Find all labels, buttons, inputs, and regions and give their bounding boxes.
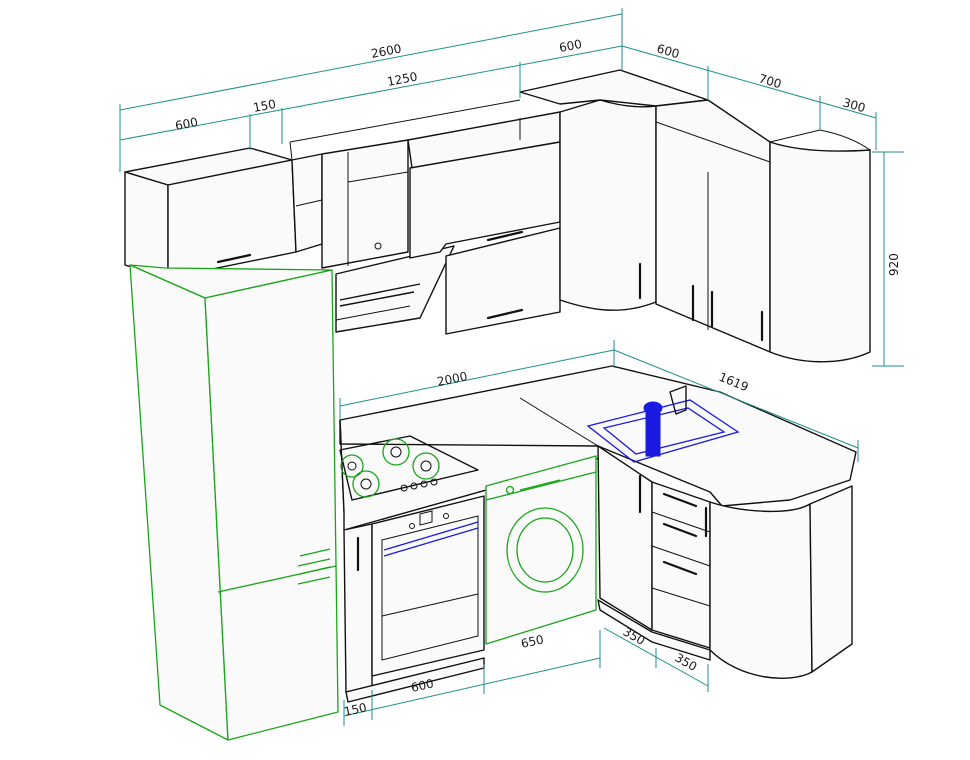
oven-door <box>381 515 479 661</box>
fridge-handle-top <box>297 548 331 567</box>
dim-upper-total: 2600 <box>370 41 403 60</box>
dim-counter-left: 2000 <box>436 369 469 389</box>
oven-knob-icon <box>409 523 415 529</box>
cooktop <box>339 435 479 501</box>
sink <box>586 385 740 463</box>
upper-corner-top <box>519 69 709 107</box>
upper-cabinets <box>124 69 871 363</box>
dim-upper-corner: 600 <box>558 37 583 55</box>
burner-3-icon <box>352 470 380 498</box>
dim-counter-right: 1619 <box>717 370 751 394</box>
washing-machine <box>485 455 597 645</box>
oven-handle <box>383 521 479 551</box>
dim-base-gap: 150 <box>343 700 368 719</box>
dim-washer-width: 650 <box>520 632 545 651</box>
dim-upper-height: 920 <box>887 253 901 276</box>
base-right-door <box>597 445 653 631</box>
cooktop-panel <box>339 435 479 501</box>
dim-upper-middle: 1250 <box>386 69 419 88</box>
dim-right-end: 300 <box>841 95 867 115</box>
faucet-lever-icon <box>669 385 687 415</box>
base-right <box>597 445 853 679</box>
oven-front <box>371 495 485 677</box>
washer-knob-icon <box>505 485 515 495</box>
dim-upper-gap: 150 <box>252 97 277 115</box>
faucet-icon <box>645 409 661 457</box>
drawer-handle-2 <box>662 522 698 538</box>
upper-corner-cabinet <box>559 99 657 311</box>
washer-body <box>485 455 597 645</box>
burner-1-icon <box>340 454 364 478</box>
fridge-handle-bottom <box>297 566 331 585</box>
dim-right-corner: 600 <box>655 41 681 61</box>
dimensions: 2600 600 150 1250 600 600 700 300 920 20… <box>119 8 904 726</box>
drawer-handle-3 <box>662 560 698 576</box>
upper-left-cabinet-side <box>124 171 169 279</box>
dim-oven-width: 600 <box>410 676 435 695</box>
burner-2-icon <box>382 438 410 466</box>
burner-4-icon <box>412 452 440 480</box>
base-right-drawers <box>651 481 711 649</box>
upper-left-cabinet-handle <box>216 253 252 264</box>
countertop <box>339 365 857 531</box>
dim-right-middle: 700 <box>757 71 783 91</box>
hood-knob-icon <box>374 242 382 250</box>
base-left <box>343 495 485 703</box>
upper-end-curved-cabinet <box>769 141 871 363</box>
hood-box <box>321 139 409 269</box>
base-end-panel <box>809 485 853 673</box>
drawer-handle-1 <box>662 492 698 508</box>
fridge-front <box>204 269 339 741</box>
fridge <box>129 264 339 741</box>
dim-upper-left-cab: 600 <box>174 115 199 133</box>
washer-door-icon <box>506 507 584 593</box>
upper-middle-handle-a <box>486 230 524 242</box>
upper-middle-handle-b <box>486 308 524 320</box>
upper-middle-cabinet-lower <box>445 227 561 335</box>
plinth-right <box>597 599 711 661</box>
base-curved-cabinet <box>709 501 813 679</box>
